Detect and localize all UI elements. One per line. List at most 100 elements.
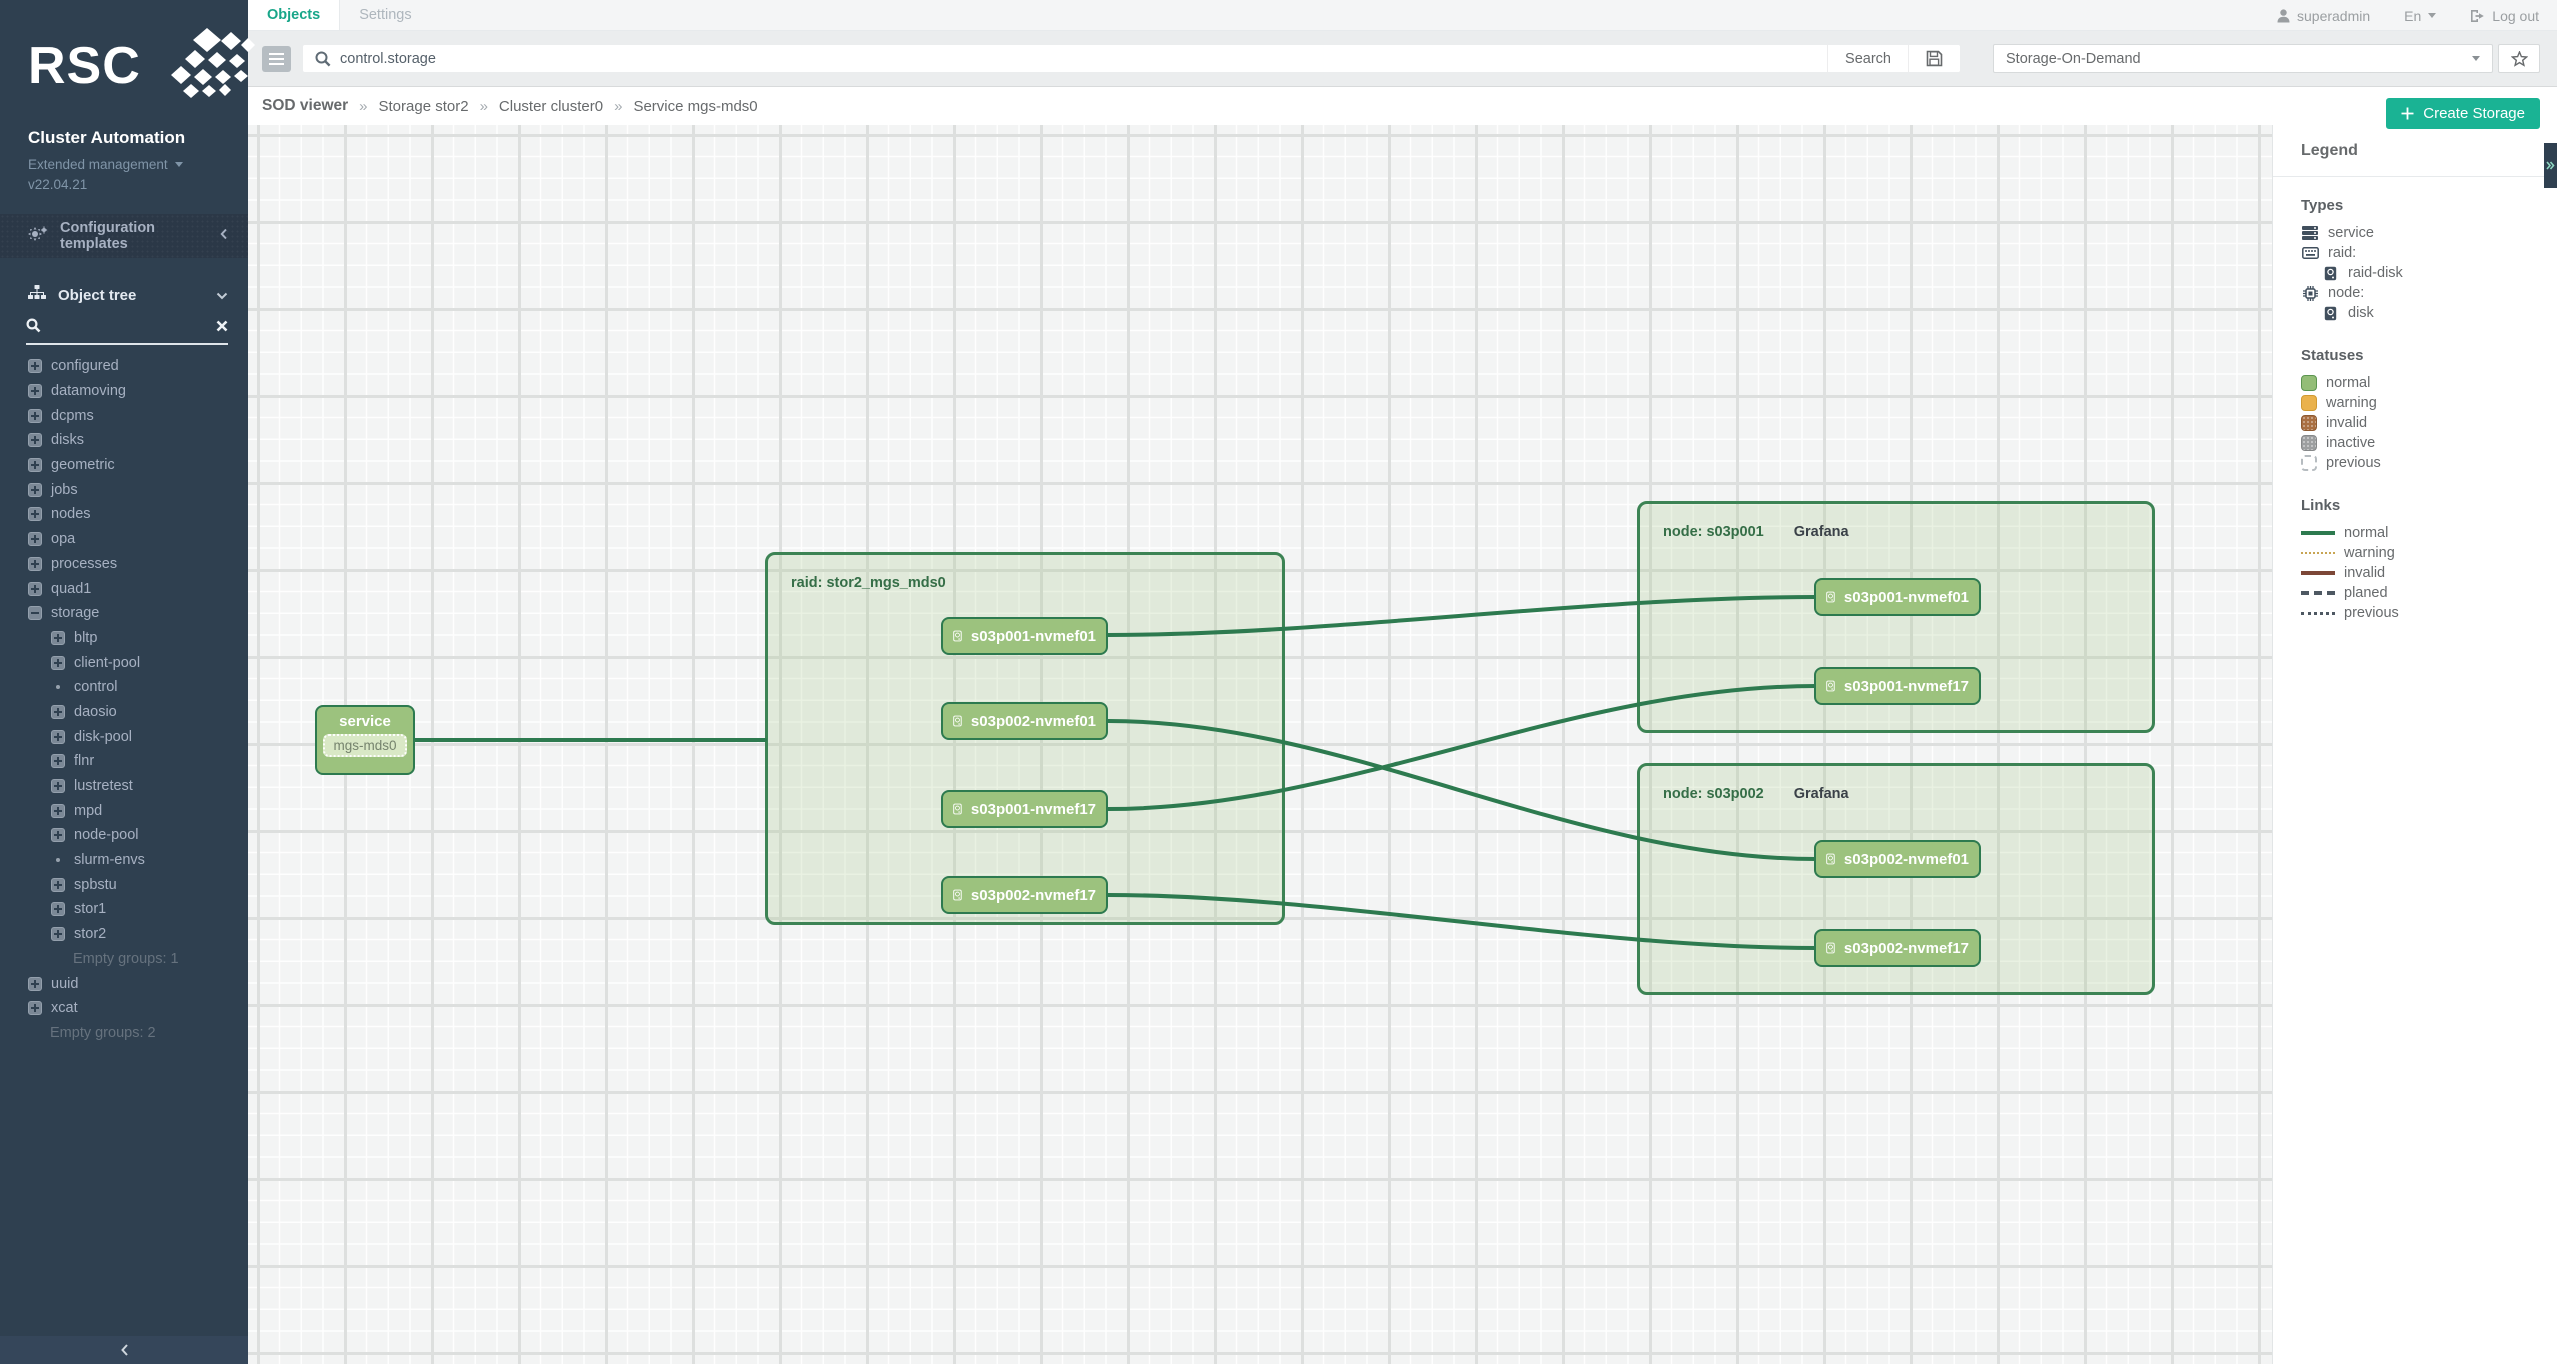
tree-item-stor2[interactable]: stor2: [0, 922, 248, 947]
expand-icon[interactable]: [28, 359, 42, 374]
tree-item-jobs[interactable]: jobs: [0, 477, 248, 502]
app-title: Cluster Automation: [28, 128, 186, 147]
expand-icon[interactable]: [51, 729, 65, 744]
raid-disk-chip[interactable]: s03p001-nvmef01: [941, 617, 1108, 655]
raid-disk-chip[interactable]: s03p001-nvmef17: [941, 790, 1108, 828]
service-node[interactable]: service mgs-mds0: [315, 705, 415, 775]
expand-icon[interactable]: [28, 507, 42, 522]
object-search-input[interactable]: [340, 50, 1816, 67]
breadcrumb-storage[interactable]: Storage stor2: [378, 97, 469, 115]
expand-icon[interactable]: [51, 902, 65, 917]
hdd-icon: [1826, 853, 1835, 865]
tree-item-storage[interactable]: storage: [0, 601, 248, 626]
language-select[interactable]: En: [2404, 8, 2437, 24]
tree-item-quad1[interactable]: quad1: [0, 576, 248, 601]
raid-disk-chip[interactable]: s03p002-nvmef17: [941, 876, 1108, 914]
tree-item-nodes[interactable]: nodes: [0, 502, 248, 527]
node-disk-chip[interactable]: s03p002-nvmef17: [1814, 929, 1981, 967]
tree-item-configured[interactable]: configured: [0, 354, 248, 379]
expand-icon[interactable]: [51, 630, 65, 645]
create-storage-button[interactable]: Create Storage: [2386, 98, 2540, 129]
tree-item-dcpms[interactable]: dcpms: [0, 403, 248, 428]
expand-icon[interactable]: [28, 458, 42, 473]
expand-icon[interactable]: [28, 482, 42, 497]
tab-objects[interactable]: Objects: [248, 0, 341, 30]
expand-icon[interactable]: [51, 828, 65, 843]
tree-item-geometric[interactable]: geometric: [0, 453, 248, 478]
tree-item-uuid[interactable]: uuid: [0, 971, 248, 996]
tree-item-daosio[interactable]: daosio: [0, 700, 248, 725]
grafana-link[interactable]: Grafana: [1793, 524, 1849, 540]
tree-item-node-pool[interactable]: node-pool: [0, 823, 248, 848]
expand-icon[interactable]: [51, 927, 65, 942]
tree-search-input[interactable]: [51, 319, 206, 336]
expand-icon[interactable]: [28, 408, 42, 423]
object-tree-header[interactable]: Object tree: [0, 278, 248, 312]
tree-item-disks[interactable]: disks: [0, 428, 248, 453]
hdd-icon: [1826, 680, 1835, 692]
service-instance-chip[interactable]: mgs-mds0: [323, 734, 407, 757]
clear-search-icon[interactable]: [216, 319, 228, 336]
expand-icon[interactable]: [28, 976, 42, 991]
legend-link-normal: normal: [2301, 523, 2537, 543]
app-subtitle[interactable]: Extended management: [28, 157, 228, 172]
minimize-sidebar-button[interactable]: [262, 45, 291, 72]
search-button[interactable]: Search: [1827, 45, 1908, 72]
sod-graph-canvas[interactable]: raid: stor2_mgs_mds0 node: s03p001 Grafa…: [248, 125, 2272, 1364]
raid-disk-chip[interactable]: s03p002-nvmef01: [941, 702, 1108, 740]
tree-item-opa[interactable]: opa: [0, 527, 248, 552]
expand-icon[interactable]: [28, 581, 42, 596]
expand-icon[interactable]: [28, 384, 42, 399]
expand-icon[interactable]: [28, 532, 42, 547]
chevron-left-icon[interactable]: [220, 228, 228, 244]
tree-item-bltp[interactable]: bltp: [0, 626, 248, 651]
node-disk-chip[interactable]: s03p001-nvmef17: [1814, 667, 1981, 705]
tab-settings[interactable]: Settings: [359, 7, 412, 23]
collapse-icon[interactable]: [28, 606, 42, 621]
status-warning-swatch: [2301, 395, 2317, 411]
link-planed-sample: [2301, 591, 2335, 595]
favorite-view-button[interactable]: [2498, 44, 2540, 73]
tree-item-spbstu[interactable]: spbstu: [0, 872, 248, 897]
view-mode-select[interactable]: Storage-On-Demand: [1993, 44, 2493, 73]
legend-statuses-section: Statuses normal warning invalid inactive…: [2301, 347, 2537, 473]
expand-icon[interactable]: [51, 803, 65, 818]
tree-item-mpd[interactable]: mpd: [0, 798, 248, 823]
tree-item-slurm-envs[interactable]: slurm-envs: [0, 848, 248, 873]
leaf-dot-icon: [56, 685, 60, 690]
expand-icon[interactable]: [51, 877, 65, 892]
tree-item-client-pool[interactable]: client-pool: [0, 650, 248, 675]
empty-groups-note: Empty groups: 1: [73, 950, 179, 967]
tree-item-lustretest[interactable]: lustretest: [0, 774, 248, 799]
breadcrumb-sod-viewer[interactable]: SOD viewer: [262, 97, 349, 114]
expand-icon[interactable]: [51, 704, 65, 719]
expand-icon[interactable]: [28, 433, 42, 448]
tree-item-datamoving[interactable]: datamoving: [0, 379, 248, 404]
expand-icon[interactable]: [51, 779, 65, 794]
hdd-icon: [953, 803, 962, 815]
logout-button[interactable]: Log out: [2470, 8, 2539, 24]
chevron-down-icon[interactable]: [216, 287, 228, 304]
node-disk-chip[interactable]: s03p002-nvmef01: [1814, 840, 1981, 878]
breadcrumb-cluster[interactable]: Cluster cluster0: [498, 97, 604, 115]
tree-item-disk-pool[interactable]: disk-pool: [0, 724, 248, 749]
expand-icon[interactable]: [51, 754, 65, 769]
tree-item-processes[interactable]: processes: [0, 552, 248, 577]
expand-icon[interactable]: [51, 655, 65, 670]
tree-item-stor1[interactable]: stor1: [0, 897, 248, 922]
tree-item-control[interactable]: control: [0, 675, 248, 700]
sidebar-item-configuration-templates[interactable]: Configuration templates: [0, 214, 248, 258]
tree-item-xcat[interactable]: xcat: [0, 996, 248, 1021]
hdd-icon: [1826, 591, 1835, 603]
collapse-legend-button[interactable]: [2544, 143, 2557, 188]
expand-icon[interactable]: [28, 556, 42, 571]
breadcrumb-service[interactable]: Service mgs-mds0: [633, 97, 758, 115]
user-menu[interactable]: superadmin: [2277, 8, 2370, 24]
grafana-link[interactable]: Grafana: [1793, 786, 1849, 802]
node-disk-chip[interactable]: s03p001-nvmef01: [1814, 578, 1981, 616]
tree-item-flnr[interactable]: flnr: [0, 749, 248, 774]
sidebar-collapse-button[interactable]: [0, 1336, 248, 1364]
star-icon: [2510, 50, 2528, 67]
expand-icon[interactable]: [28, 1001, 42, 1016]
save-search-button[interactable]: [1908, 45, 1960, 72]
